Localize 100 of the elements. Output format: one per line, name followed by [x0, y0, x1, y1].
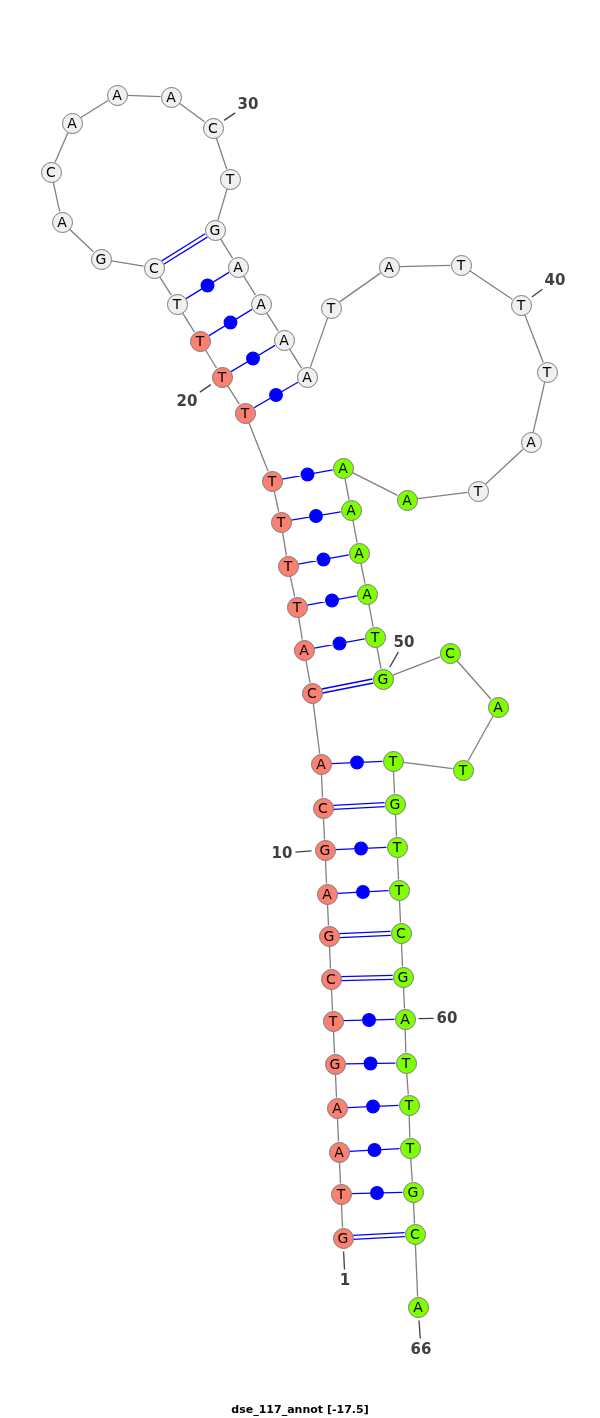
base-pair-line: [281, 467, 334, 482]
backbone-line: [351, 472, 399, 496]
backbone-line: [336, 1117, 340, 1143]
nucleotide-circle: A: [356, 583, 378, 605]
position-number: 50: [393, 634, 415, 650]
nucleotide-circle: C: [143, 257, 165, 279]
nucleotide-circle: C: [439, 642, 461, 664]
nucleotide-circle: G: [324, 1053, 346, 1075]
nucleotide-circle: A: [293, 639, 315, 661]
nucleotide-circle: G: [392, 966, 414, 988]
nucleotide-circle: T: [261, 470, 283, 492]
backbone-line: [344, 477, 350, 501]
base-pair-line: [330, 755, 384, 770]
backbone-line: [215, 137, 228, 170]
nucleotide-circle: C: [320, 968, 342, 990]
base-pair-line: [350, 1186, 404, 1200]
backbone-line: [396, 856, 400, 881]
nucleotide-circle: T: [399, 1137, 421, 1159]
backbone-line: [281, 531, 288, 557]
base-pair-line: [348, 1143, 401, 1157]
base-pair-line: [297, 552, 350, 567]
backbone-line: [412, 1201, 416, 1225]
backbone-line: [414, 1243, 419, 1298]
base-pair-line: [352, 1231, 406, 1241]
position-number: 10: [271, 845, 293, 861]
nucleotide-circle: A: [348, 542, 370, 564]
backbone-line: [330, 988, 334, 1012]
backbone-line: [402, 761, 454, 770]
base-pair-line: [290, 509, 342, 523]
backbone-line: [485, 448, 524, 485]
base-pair-line: [340, 974, 394, 982]
nucleotide-circle: C: [202, 117, 224, 139]
nucleotide-circle: T: [270, 511, 292, 533]
nucleotide-circle: T: [386, 836, 408, 858]
nucleotide-circle: C: [404, 1223, 426, 1245]
backbone-line: [416, 491, 469, 500]
backbone-line: [227, 385, 240, 405]
base-pair-line: [334, 841, 388, 856]
leader-line: [342, 1250, 346, 1271]
nucleotide-circle: T: [398, 1094, 420, 1116]
nucleotide-circle: A: [51, 211, 73, 233]
backbone-line: [248, 422, 269, 472]
backbone-line: [398, 899, 402, 924]
backbone-line: [392, 770, 396, 795]
base-pair-line: [208, 308, 253, 337]
backbone-line: [456, 660, 492, 700]
leader-line: [223, 112, 236, 122]
backbone-line: [305, 659, 311, 684]
backbone-line: [532, 381, 546, 433]
backbone-line: [524, 314, 544, 363]
nucleotide-circle: C: [40, 161, 62, 183]
backbone-line: [273, 490, 280, 513]
nucleotide-circle: T: [219, 168, 241, 190]
nucleotide-circle: C: [390, 922, 412, 944]
backbone-line: [288, 348, 303, 369]
base-pair-line: [346, 1099, 400, 1114]
backbone-line: [467, 715, 494, 762]
base-pair-line: [306, 593, 358, 608]
backbone-line: [217, 188, 228, 221]
nucleotide-circle: G: [90, 248, 112, 270]
nucleotide-circle: A: [61, 112, 83, 134]
backbone-line: [408, 1114, 411, 1139]
backbone-line: [312, 702, 321, 755]
nucleotide-circle: A: [106, 84, 128, 106]
backbone-line: [80, 99, 109, 119]
backbone-line: [298, 616, 303, 641]
nucleotide-circle: A: [394, 1008, 416, 1030]
backbone-line: [181, 312, 196, 333]
nucleotide-circle: A: [378, 256, 400, 278]
nucleotide-circle: T: [452, 759, 474, 781]
backbone-line: [326, 903, 330, 927]
leader-line: [418, 1319, 421, 1340]
backbone-line: [309, 317, 329, 368]
backbone-line: [52, 181, 61, 213]
position-number: 20: [176, 393, 198, 409]
backbone-line: [338, 1161, 342, 1185]
position-number: 1: [339, 1272, 351, 1288]
nucleotide-circle: T: [467, 480, 489, 502]
nucleotide-circle: G: [314, 839, 336, 861]
backbone-line: [334, 1073, 338, 1099]
nucleotide-circle: G: [402, 1181, 424, 1203]
nucleotide-circle: C: [312, 797, 334, 819]
nucleotide-circle: A: [326, 1097, 348, 1119]
base-pair-line: [336, 885, 390, 899]
position-number: 60: [436, 1010, 458, 1026]
nucleotide-circle: A: [160, 86, 182, 108]
leader-line: [199, 383, 212, 393]
nucleotide-circle: T: [286, 596, 308, 618]
position-number: 66: [410, 1341, 432, 1357]
base-pair-line: [185, 271, 230, 300]
backbone-line: [289, 575, 296, 598]
backbone-line: [376, 646, 382, 670]
nucleotide-circle: T: [211, 366, 233, 388]
backbone-line: [398, 264, 452, 268]
nucleotide-circle: A: [310, 753, 332, 775]
backbone-line: [322, 817, 326, 841]
nucleotide-circle: G: [384, 793, 406, 815]
backbone-line: [242, 275, 257, 296]
backbone-line: [410, 1157, 413, 1183]
nucleotide-circle: T: [382, 750, 404, 772]
